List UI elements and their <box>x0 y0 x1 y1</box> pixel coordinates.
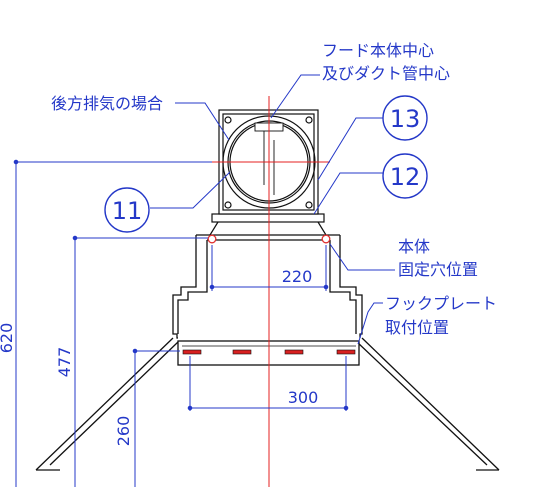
hook-slot <box>182 349 202 355</box>
mount-hole-right <box>321 234 331 244</box>
mount-hole-label-2: 固定穴位置 <box>398 260 478 279</box>
callout-13-text: 13 <box>390 105 421 133</box>
mount-holes <box>207 234 331 244</box>
dim-477: 477 <box>55 347 74 378</box>
hook-plate-label-1: フックプレート <box>385 294 497 313</box>
dimension-values: 220 300 620 477 260 <box>0 267 318 446</box>
hook-slot <box>336 349 356 355</box>
dim-620: 620 <box>0 323 16 354</box>
dim-300: 300 <box>288 388 319 407</box>
callout-12: 12 <box>382 153 428 199</box>
rear-exhaust-label: 後方排気の場合 <box>51 94 163 113</box>
mount-hole-label-1: 本体 <box>398 237 430 256</box>
callout-11-text: 11 <box>112 197 143 225</box>
hood-center-label-1: フード本体中心 <box>322 41 434 60</box>
dim-220: 220 <box>282 267 313 286</box>
callout-13: 13 <box>382 95 428 141</box>
callout-12-text: 12 <box>390 163 421 191</box>
annotation-labels: フード本体中心 及びダクト管中心 後方排気の場合 本体 固定穴位置 フックプレー… <box>51 41 497 337</box>
hook-plate-label-2: 取付位置 <box>385 318 449 337</box>
mount-hole-left <box>207 234 217 244</box>
dimension-lines <box>13 159 349 487</box>
duct-adapter <box>209 109 327 236</box>
callout-11: 11 <box>104 187 150 233</box>
hook-slot <box>232 349 252 355</box>
leader-lines <box>150 74 395 345</box>
hood-center-label-2: 及びダクト管中心 <box>322 64 450 83</box>
hook-slot <box>284 349 304 355</box>
dim-260: 260 <box>114 416 133 447</box>
